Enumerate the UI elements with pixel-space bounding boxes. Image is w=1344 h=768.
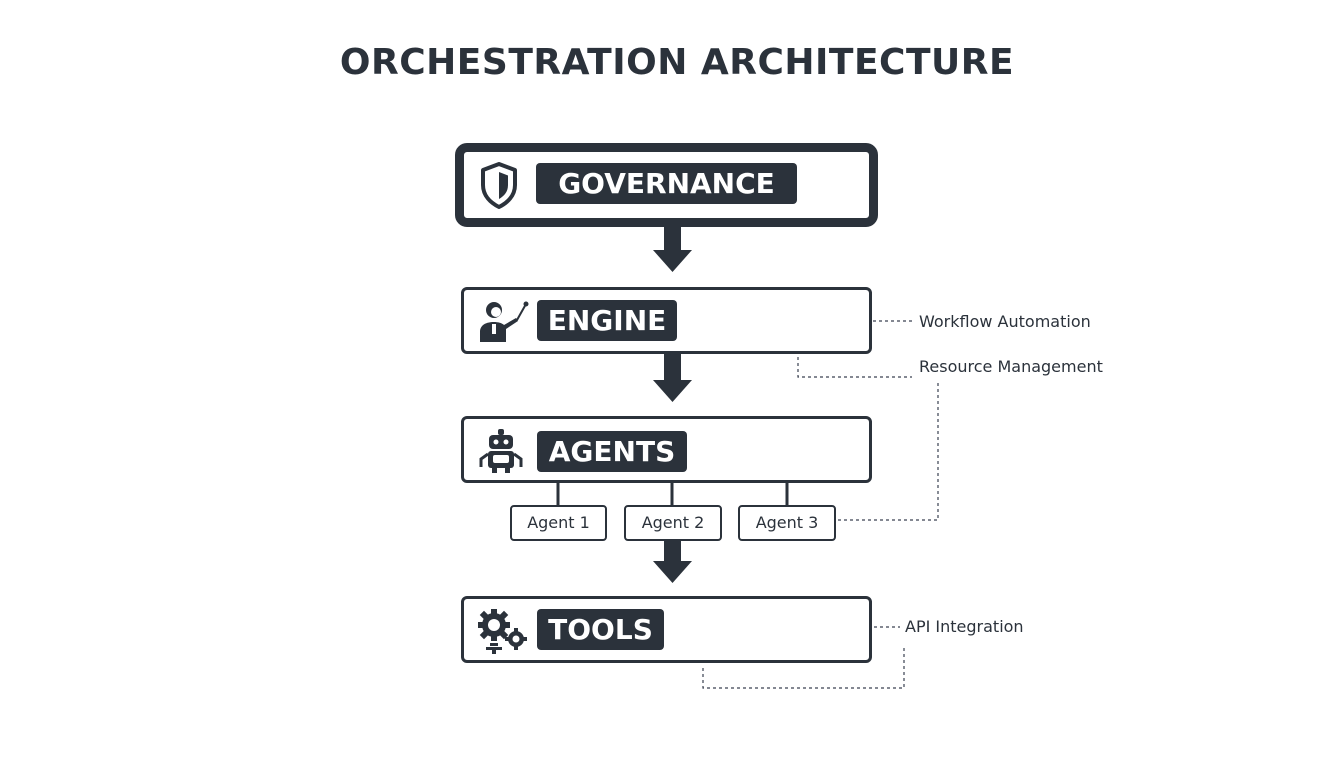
agent-connectors xyxy=(556,483,789,505)
agents-layer: AGENTS xyxy=(461,416,872,483)
shield-icon xyxy=(479,161,519,214)
governance-label: GOVERNANCE xyxy=(536,163,797,204)
annotation-workflow: Workflow Automation xyxy=(919,312,1091,331)
flow-arrows xyxy=(653,227,692,583)
agent-3-box: Agent 3 xyxy=(738,505,836,541)
gears-icon xyxy=(476,607,530,660)
presenter-icon xyxy=(476,298,530,349)
agent-1-box: Agent 1 xyxy=(510,505,607,541)
tools-label: TOOLS xyxy=(537,609,664,650)
page-title: ORCHESTRATION ARCHITECTURE xyxy=(339,42,1015,83)
agent-2-box: Agent 2 xyxy=(624,505,722,541)
engine-label: ENGINE xyxy=(537,300,677,341)
engine-layer: ENGINE xyxy=(461,287,872,354)
governance-layer: GOVERNANCE xyxy=(455,143,878,227)
annotation-resource: Resource Management xyxy=(919,357,1103,376)
robot-icon xyxy=(476,427,526,480)
agents-label: AGENTS xyxy=(537,431,687,472)
tools-layer: TOOLS xyxy=(461,596,872,663)
annotation-api: API Integration xyxy=(905,617,1024,636)
